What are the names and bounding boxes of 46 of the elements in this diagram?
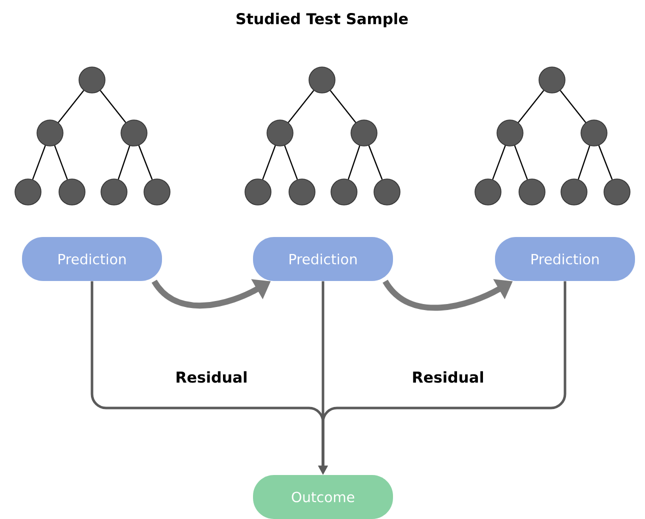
tree-node bbox=[538, 66, 566, 94]
tree-node bbox=[518, 178, 546, 206]
tree-node bbox=[14, 178, 42, 206]
tree-node bbox=[580, 120, 608, 146]
tree-node bbox=[58, 178, 86, 206]
tree-node bbox=[604, 178, 630, 206]
tree-branch bbox=[262, 145, 276, 180]
tree-branch bbox=[368, 145, 383, 180]
prediction-pill: Prediction bbox=[253, 237, 393, 281]
edge-label: Residual bbox=[176, 371, 246, 383]
tree-branch bbox=[118, 146, 130, 180]
tree-branch bbox=[54, 145, 68, 180]
tree-node bbox=[496, 120, 524, 146]
tree-branch bbox=[32, 145, 46, 180]
outcome-pill: Outcome bbox=[253, 475, 393, 519]
tree-node bbox=[560, 178, 588, 206]
tree-branch bbox=[492, 145, 506, 180]
tree-node bbox=[474, 178, 502, 206]
tree-branch bbox=[518, 90, 544, 123]
tree-node bbox=[78, 66, 106, 94]
tree-node bbox=[374, 178, 400, 206]
edge-label: Residual bbox=[413, 371, 483, 383]
tree-branch bbox=[138, 145, 153, 180]
tree-node bbox=[288, 178, 316, 206]
tree-node bbox=[120, 120, 148, 146]
title: Studied Test Sample bbox=[236, 12, 408, 28]
tree-node bbox=[330, 178, 358, 206]
tree-branch bbox=[514, 145, 528, 180]
tree-branch bbox=[58, 90, 84, 123]
tree-branch bbox=[560, 90, 586, 123]
tree-branch bbox=[100, 90, 126, 123]
tree-node bbox=[350, 120, 378, 146]
tree-branch bbox=[284, 145, 298, 180]
tree-branch bbox=[348, 146, 360, 180]
tree-branch bbox=[288, 90, 314, 123]
prediction-pill: Prediction bbox=[495, 237, 635, 281]
tree-branch bbox=[598, 145, 613, 180]
tree-node bbox=[308, 66, 336, 94]
prediction-pill: Prediction bbox=[22, 237, 162, 281]
tree-node bbox=[144, 178, 170, 206]
tree-node bbox=[244, 178, 272, 206]
tree-node bbox=[36, 120, 64, 146]
tree-node bbox=[266, 120, 294, 146]
tree-branch bbox=[578, 146, 590, 180]
tree-node bbox=[100, 178, 128, 206]
tree-branch bbox=[330, 90, 356, 123]
